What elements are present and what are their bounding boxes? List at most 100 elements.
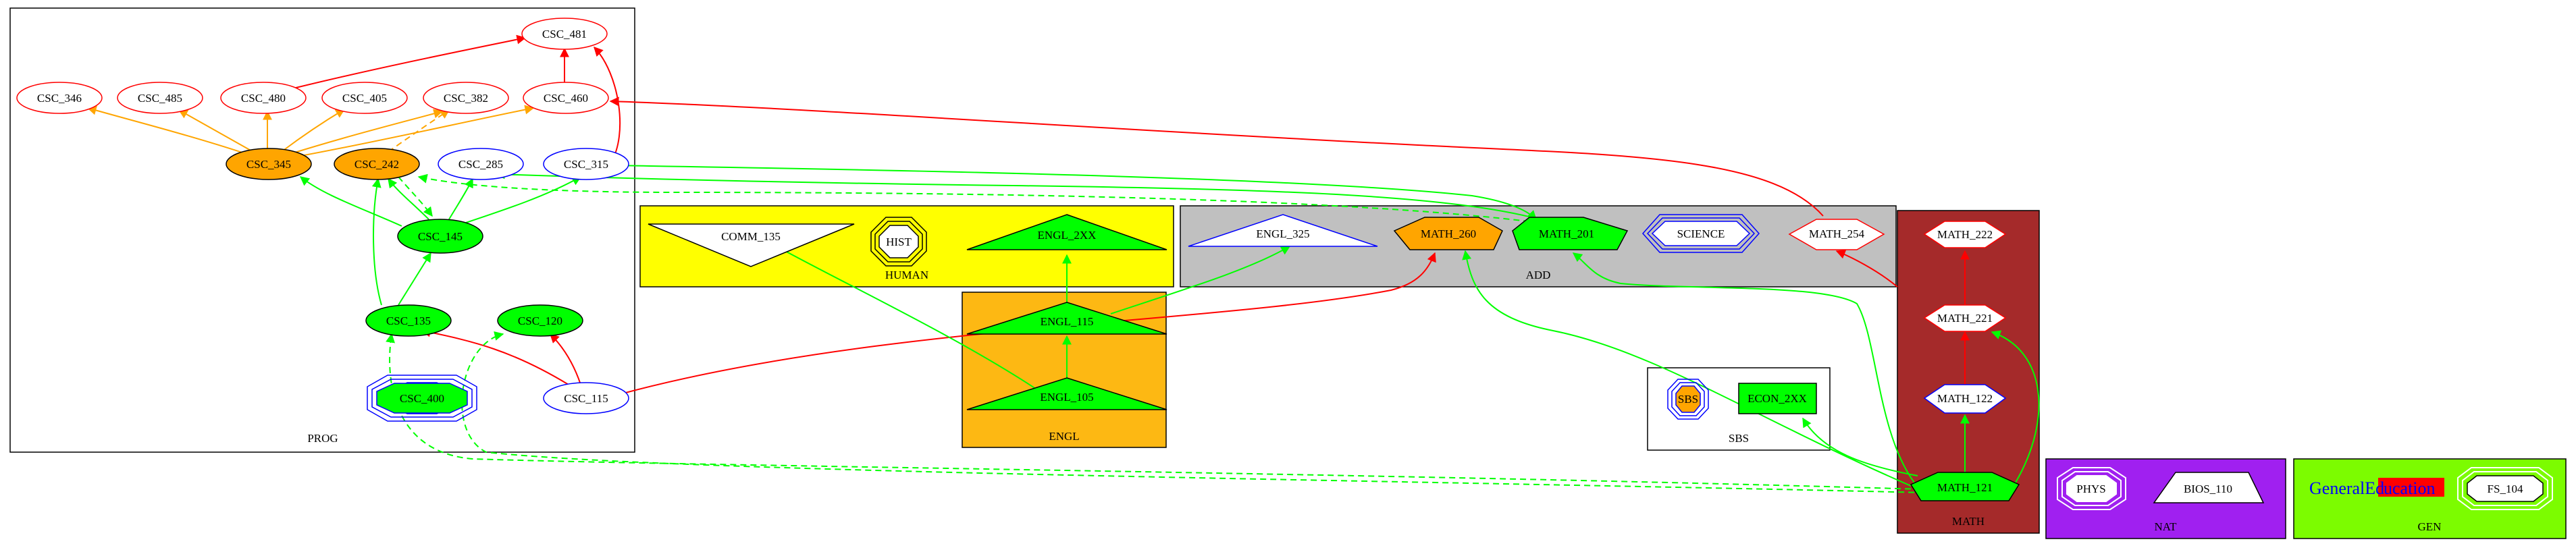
edge-csc115-math260 (617, 252, 1436, 395)
edge-math201-csc242-dashed (417, 173, 1540, 223)
node-csc-382[interactable]: CSC_382 (423, 82, 509, 114)
node-math-221[interactable]: MATH_221 (1923, 304, 2007, 332)
node-label: CSC_405 (342, 92, 387, 105)
node-label: FS_104 (2488, 483, 2523, 495)
node-label-part1: GeneralEd (2309, 478, 2384, 498)
node-csc-460[interactable]: CSC_460 (523, 82, 609, 114)
node-math-254[interactable]: MATH_254 (1788, 219, 1885, 250)
node-engl-105[interactable]: ENGL_105 (966, 377, 1167, 410)
edge-csc315-math201 (610, 165, 1537, 220)
node-science[interactable]: SCIENCE (1641, 214, 1760, 253)
node-label: CSC_481 (542, 28, 587, 40)
node-csc-345[interactable]: CSC_345 (226, 148, 312, 180)
edge-math121-math260 (1462, 250, 1912, 487)
node-label: CSC_135 (386, 314, 431, 327)
node-bios-110[interactable]: BIOS_110 (2153, 472, 2265, 503)
node-label: CSC_120 (518, 314, 562, 327)
node-csc-405[interactable]: CSC_405 (321, 82, 408, 114)
cluster-prog-label: PROG (307, 432, 338, 445)
node-label: MATH_222 (1937, 228, 1993, 241)
edge-math121-math221 (1991, 330, 2040, 483)
node-math-121[interactable]: MATH_121 (1910, 472, 2020, 501)
node-label: CSC_480 (241, 92, 286, 105)
node-label: CSC_346 (37, 92, 82, 105)
node-label: CSC_485 (138, 92, 182, 105)
node-csc-315[interactable]: CSC_315 (543, 148, 629, 180)
cluster-nat-label: NAT (2154, 520, 2177, 533)
node-csc-481[interactable]: CSC_481 (521, 18, 608, 50)
node-csc-485[interactable]: CSC_485 (117, 82, 203, 114)
node-label: CSC_400 (400, 392, 444, 405)
node-label: BIOS_110 (2184, 483, 2232, 495)
edge-csc145-csc315 (465, 176, 582, 223)
cluster-human-label: HUMAN (885, 269, 928, 281)
node-label: CSC_242 (354, 158, 399, 171)
node-csc-135[interactable]: CSC_135 (365, 304, 452, 337)
edge-csc145-csc285 (448, 177, 473, 220)
node-label: ENGL_325 (1256, 227, 1309, 240)
edge-csc480-csc481 (290, 34, 527, 90)
cluster-math-label: MATH (1952, 515, 1984, 528)
node-label: CSC_460 (544, 92, 588, 105)
edge-csc345-csc405 (282, 109, 346, 152)
node-label: ENGL_115 (1041, 315, 1094, 328)
node-csc-480[interactable]: CSC_480 (220, 82, 307, 114)
node-engl-325[interactable]: ENGL_325 (1188, 214, 1378, 247)
node-label: MATH_122 (1937, 392, 1993, 405)
node-math-222[interactable]: MATH_222 (1923, 221, 2007, 248)
node-label: CSC_145 (418, 230, 463, 243)
node-label: ENGL_2XX (1038, 229, 1097, 242)
node-label: CSC_315 (564, 158, 608, 171)
cluster-sbs-label: SBS (1729, 432, 1749, 445)
node-csc-400[interactable]: CSC_400 (367, 375, 477, 422)
node-hist[interactable]: HIST (870, 217, 927, 267)
node-label: HIST (886, 236, 912, 248)
node-label: CSC_382 (444, 92, 488, 105)
node-math-201[interactable]: MATH_201 (1512, 217, 1629, 250)
edge-math221-math254 (1835, 250, 1898, 287)
node-label: MATH_201 (1539, 227, 1594, 240)
node-csc-285[interactable]: CSC_285 (438, 148, 524, 180)
edge-csc115-csc135 (421, 327, 569, 385)
edge-math121-csc135-dashed (386, 333, 1922, 490)
edge-math121-econ2xx (1802, 417, 1918, 476)
node-fs-104[interactable]: FS_104 (2457, 467, 2553, 510)
node-econ-2xx[interactable]: ECON_2XX (1738, 383, 1817, 414)
cluster-add-label: ADD (1526, 269, 1551, 281)
node-general-education[interactable]: GeneralEd ucation (2309, 478, 2444, 498)
edge-csc345-csc382 (290, 109, 444, 155)
node-label-part2: ucation (2384, 478, 2436, 498)
node-csc-120[interactable]: CSC_120 (497, 304, 583, 337)
node-label: ENGL_105 (1040, 391, 1093, 404)
edge-csc242-csc145 (398, 176, 433, 217)
edge-csc345-csc485 (178, 109, 254, 153)
node-label: MATH_121 (1937, 481, 1993, 494)
cluster-engl-label: ENGL (1049, 430, 1079, 443)
node-csc-346[interactable]: CSC_346 (16, 82, 103, 114)
node-label: CSC_285 (458, 158, 503, 171)
node-sbs[interactable]: SBS (1667, 379, 1709, 420)
node-math-122[interactable]: MATH_122 (1923, 384, 2007, 414)
edge-csc115-csc120 (550, 333, 581, 385)
node-label: COMM_135 (721, 230, 781, 243)
node-label: MATH_260 (1421, 227, 1476, 240)
node-engl-2xx[interactable]: ENGL_2XX (966, 214, 1167, 250)
node-comm-135[interactable]: COMM_135 (648, 223, 855, 267)
node-phys[interactable]: PHYS (2057, 467, 2126, 510)
node-csc-115[interactable]: CSC_115 (543, 382, 629, 414)
node-label: PHYS (2076, 483, 2105, 495)
node-label: SCIENCE (1677, 227, 1725, 240)
edge-csc145-csc345 (299, 176, 402, 227)
node-csc-242[interactable]: CSC_242 (334, 148, 420, 180)
node-csc-145[interactable]: CSC_145 (397, 219, 483, 254)
edge-csc135-csc242 (371, 177, 382, 306)
edge-csc345-csc460 (296, 105, 535, 157)
node-engl-115[interactable]: ENGL_115 (966, 302, 1167, 335)
node-math-260[interactable]: MATH_260 (1393, 217, 1503, 250)
cluster-prog: PROG (9, 7, 635, 453)
node-label: CSC_115 (564, 392, 608, 405)
edge-math254-csc460 (609, 97, 1824, 217)
node-label: CSC_345 (246, 158, 291, 171)
edge-csc345-csc346 (86, 105, 247, 155)
